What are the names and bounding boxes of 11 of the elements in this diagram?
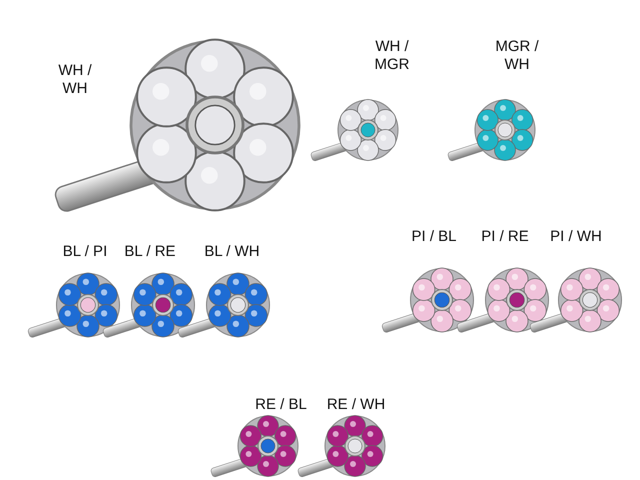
variant-label: RE / BL (255, 396, 307, 414)
variant-label: MGR / WH (495, 38, 539, 74)
variant-label: BL / PI (62, 243, 108, 261)
variant-label: WH / WH (57, 62, 93, 98)
variant-label: RE / WH (326, 396, 386, 414)
variant-label: PI / BL (411, 228, 457, 246)
variant-label: PI / WH (550, 228, 602, 246)
variant-label: BL / WH (204, 243, 260, 261)
variant-label: WH / MGR (374, 38, 410, 74)
variant-label: BL / RE (124, 243, 176, 261)
variant-label: PI / RE (481, 228, 529, 246)
